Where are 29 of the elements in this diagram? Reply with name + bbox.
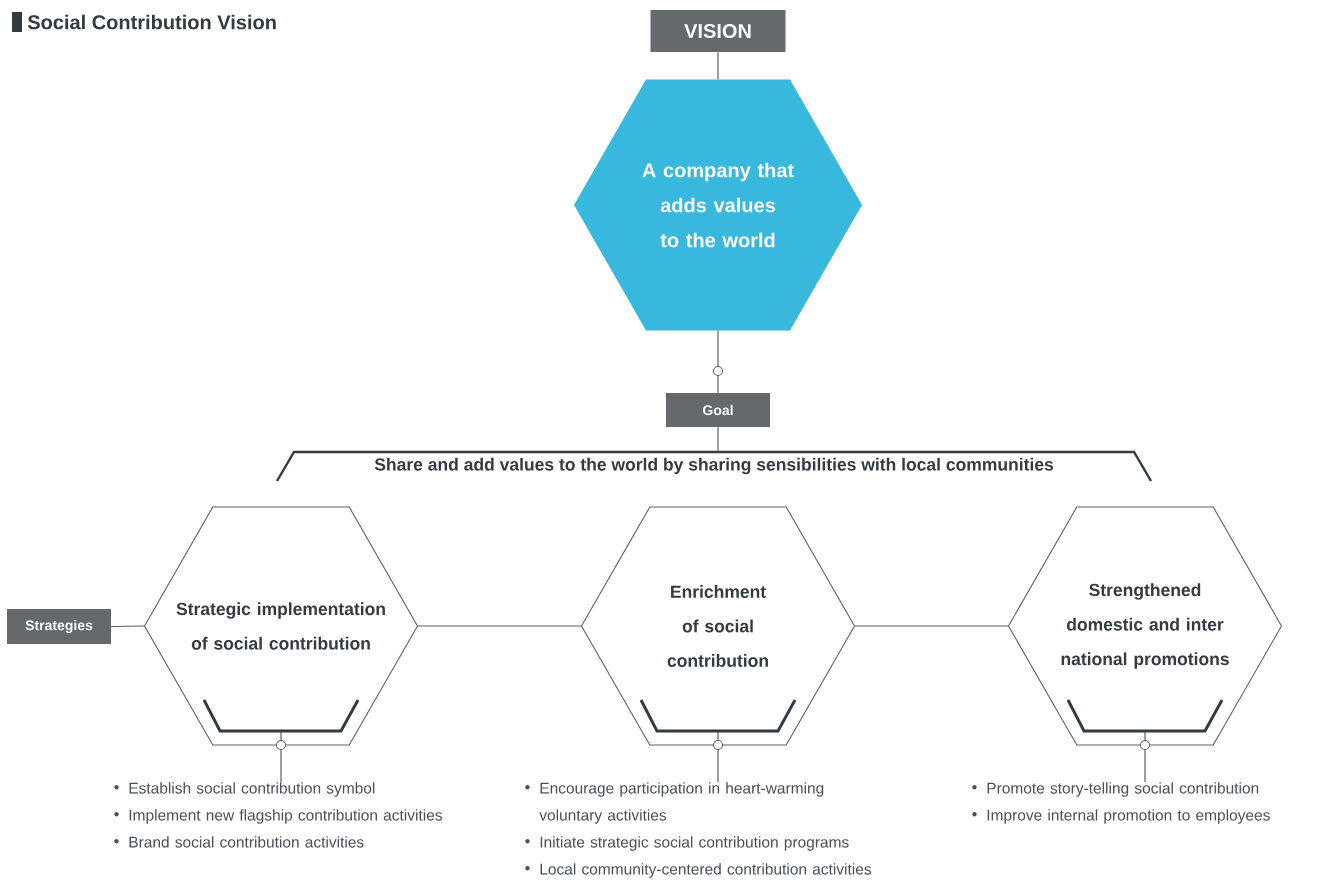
connector-line xyxy=(1144,749,1146,783)
connector-line xyxy=(280,749,282,783)
node-label: Encourage participation in heart-warming voluntary activities xyxy=(539,782,824,824)
node-label: Initiate strategic social contribution programs xyxy=(540,836,849,851)
node-label: Establish social contribution symbol xyxy=(129,782,375,797)
connector-line xyxy=(717,749,719,783)
node-label: Local community-centered contribution activities xyxy=(540,863,872,878)
strategy-hexagon: Strengthened domestic and inter national promotions xyxy=(1007,506,1283,751)
connector-line xyxy=(417,625,582,627)
label-box: Goal xyxy=(666,393,770,427)
bullet-list: Promote story-telling social contribution Improve internal promotion to employees xyxy=(972,782,1270,824)
connector-line xyxy=(717,426,719,453)
node-label: Implement new flagship contribution activities xyxy=(129,809,442,824)
node-label: Brand social contribution activities xyxy=(129,836,364,848)
node-label: Improve internal promotion to employees xyxy=(987,809,1270,824)
strategy-hexagon: Strategic implementation of social contribution xyxy=(143,506,419,751)
title: Social Contribution Vision xyxy=(12,12,276,32)
connector-line xyxy=(717,330,719,394)
connector-line xyxy=(854,625,1009,627)
label-box: Strategies xyxy=(7,609,111,644)
bullet-list: Establish social contribution symbol Implement new flagship contribution activities Brand social contribution activities xyxy=(114,782,442,848)
bullet-list: Encourage participation in heart-warming voluntary activities Initiate strategic social contribution programs Local community-centered contribution activities xyxy=(525,782,872,878)
label-box: VISION xyxy=(650,10,786,52)
strategy-hexagon: Enrichment of social contribution xyxy=(580,506,856,751)
connector-line xyxy=(110,625,145,628)
connector-line xyxy=(717,51,719,80)
node-label: Promote story-telling social contribution xyxy=(987,782,1259,797)
vision-hexagon: A company that adds values to the world xyxy=(574,79,862,331)
goal-banner: Share and add values to the world by sharing sensibilities with local communities xyxy=(275,450,1153,482)
